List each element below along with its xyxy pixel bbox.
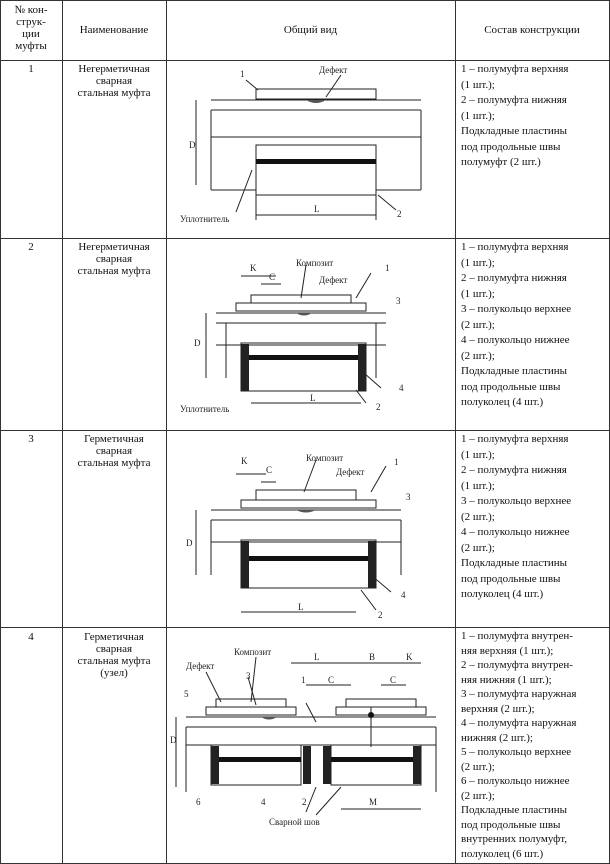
row-number: 1 — [28, 63, 34, 75]
svg-text:L: L — [314, 652, 320, 662]
svg-text:Уплотнитель: Уплотнитель — [180, 404, 229, 414]
header-view: Общий вид — [283, 24, 338, 36]
column-divider — [166, 0, 167, 864]
svg-text:Композит: Композит — [306, 453, 343, 463]
table-border-top — [0, 0, 610, 1]
svg-text:4: 4 — [399, 383, 404, 393]
row-composition: 1 – полумуфта верхняя(1 шт.);2 – полумуф… — [461, 241, 572, 408]
svg-text:4: 4 — [401, 590, 406, 600]
svg-text:K: K — [250, 263, 257, 273]
row-number: 2 — [28, 241, 34, 253]
header-composition: Состав конструкции — [484, 24, 580, 36]
row-number: 3 — [28, 433, 34, 445]
svg-text:Дефект: Дефект — [319, 275, 347, 285]
svg-text:3: 3 — [396, 296, 401, 306]
table-border-left — [0, 0, 1, 864]
svg-text:4: 4 — [261, 797, 266, 807]
svg-text:C: C — [269, 272, 275, 282]
svg-text:C: C — [328, 675, 334, 685]
drawing-coupling-2: K C Композит Дефект 1 3 D 4 L Уплотнител… — [180, 258, 404, 414]
row-divider — [0, 238, 610, 239]
svg-text:L: L — [298, 602, 304, 612]
row-divider — [0, 627, 610, 628]
svg-text:2: 2 — [376, 402, 381, 412]
svg-text:Дефект: Дефект — [319, 65, 347, 75]
svg-text:2: 2 — [378, 610, 383, 620]
row-composition: 1 – полумуфта верхняя(1 шт.);2 – полумуф… — [461, 63, 569, 168]
svg-text:6: 6 — [196, 797, 201, 807]
row-divider — [0, 430, 610, 431]
header-divider — [0, 60, 610, 61]
column-divider — [62, 0, 63, 864]
svg-text:M: M — [369, 797, 377, 807]
svg-text:D: D — [186, 538, 193, 548]
svg-text:D: D — [189, 140, 196, 150]
drawing-coupling-4: Дефект Композит L B K 3 1 C C 5 D 6 4 2 … — [170, 647, 437, 827]
drawing-coupling-1: 1 Дефект D L Уплотнитель 2 — [180, 65, 422, 224]
svg-text:C: C — [390, 675, 396, 685]
svg-text:C: C — [266, 465, 272, 475]
svg-text:L: L — [314, 204, 320, 214]
svg-text:Композит: Композит — [234, 647, 271, 657]
svg-text:Сварной шов: Сварной шов — [269, 817, 320, 827]
svg-text:Уплотнитель: Уплотнитель — [180, 214, 229, 224]
column-divider — [455, 0, 456, 864]
svg-text:Дефект: Дефект — [186, 661, 214, 671]
row-composition: 1 – полумуфта верхняя(1 шт.);2 – полумуф… — [461, 433, 572, 600]
svg-text:K: K — [406, 652, 413, 662]
row-composition: 1 – полумуфта внутрен-няя верхняя (1 шт.… — [461, 630, 577, 860]
svg-text:B: B — [369, 652, 375, 662]
svg-text:2: 2 — [397, 209, 402, 219]
svg-text:3: 3 — [246, 671, 251, 681]
svg-text:1: 1 — [301, 675, 306, 685]
svg-text:5: 5 — [184, 689, 189, 699]
svg-text:2: 2 — [302, 797, 307, 807]
svg-text:Дефект: Дефект — [336, 467, 364, 477]
svg-text:D: D — [194, 338, 201, 348]
svg-text:K: K — [241, 456, 248, 466]
svg-text:L: L — [310, 393, 316, 403]
header-name: Наименование — [79, 24, 149, 36]
svg-text:3: 3 — [406, 492, 411, 502]
drawing-coupling-3: K C Композит Дефект 1 3 D 4 L 2 — [186, 453, 411, 620]
svg-text:1: 1 — [240, 69, 245, 79]
svg-text:Композит: Композит — [296, 258, 333, 268]
svg-text:D: D — [170, 735, 177, 745]
svg-text:1: 1 — [385, 263, 390, 273]
svg-text:1: 1 — [394, 457, 399, 467]
row-number: 4 — [28, 631, 34, 643]
